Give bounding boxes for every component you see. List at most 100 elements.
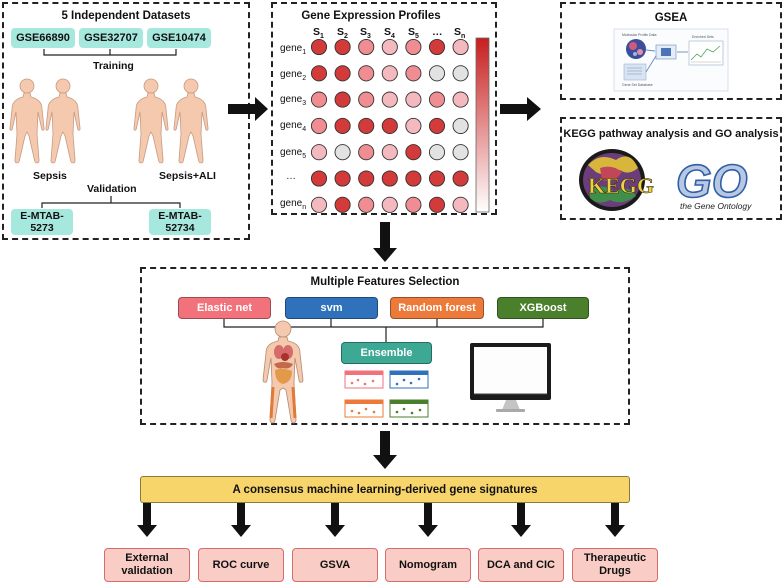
features-title: Multiple Features Selection	[310, 276, 460, 288]
go-logo-text: GO	[676, 155, 748, 207]
algo-random-forest: Random forest	[390, 297, 484, 319]
expression-title: Gene Expression Profiles	[301, 10, 441, 22]
expression-cell	[428, 144, 446, 161]
down-arrow-icon	[373, 222, 397, 262]
training-dataset-3: GSE10474	[147, 28, 211, 48]
expression-cell	[405, 38, 422, 56]
sample-header-ellipsis: …	[432, 26, 443, 38]
expression-cell	[428, 38, 446, 56]
ensemble-box: Ensemble	[341, 342, 432, 364]
expression-cell	[310, 38, 328, 56]
expression-cell	[358, 196, 375, 213]
algo-xgboost: XGBoost	[497, 297, 589, 319]
gsea-thumb-label-2: Enriched Sets	[692, 35, 714, 39]
sample-header-1: S1	[313, 26, 324, 41]
expression-cell	[428, 170, 446, 187]
expression-cell	[358, 38, 375, 56]
training-dataset-2: GSE32707	[79, 28, 143, 48]
datasets-panel	[2, 2, 250, 240]
kegg-go-title: KEGG pathway analysis and GO analysis	[563, 128, 779, 140]
output-roc-curve: ROC curve	[198, 548, 284, 582]
gene-label-3: gene3	[280, 94, 307, 107]
sample-header-2: S2	[337, 26, 348, 41]
monitor-icon	[470, 343, 551, 412]
validation-bracket	[41, 196, 181, 208]
consensus-bar: A consensus machine learning-derived gen…	[140, 476, 630, 503]
expression-cell	[405, 144, 422, 161]
datasets-title: 5 Independent Datasets	[61, 10, 191, 22]
expression-cell	[358, 144, 375, 161]
expression-cell	[452, 38, 469, 56]
sepsis-ali-label: Sepsis+ALI	[159, 170, 216, 182]
sample-header-5: S5	[408, 26, 419, 41]
expression-cell	[381, 196, 398, 213]
training-label: Training	[93, 60, 134, 72]
training-bracket	[43, 49, 177, 56]
validation-dataset-2: E-MTAB-52734	[149, 209, 211, 235]
validation-dataset-1: E-MTAB-5273	[11, 209, 73, 235]
expression-cell	[310, 144, 328, 161]
gene-label-2: gene2	[280, 69, 307, 82]
output-dca-cic: DCA and CIC	[478, 548, 564, 582]
gene-label-1: gene1	[280, 43, 307, 56]
expression-cell	[358, 117, 375, 134]
sample-header-n: Sn	[454, 26, 466, 41]
expression-cell	[334, 196, 351, 213]
gene-label-ellipsis: …	[286, 171, 296, 182]
expression-cell	[310, 117, 328, 134]
algo-svm: svm	[285, 297, 378, 319]
sepsis-label: Sepsis	[33, 170, 67, 182]
algorithm-connectors	[223, 319, 544, 342]
expression-cell	[381, 170, 398, 187]
kegg-logo-text: KEGG	[588, 173, 654, 198]
gsea-title: GSEA	[654, 12, 688, 24]
expression-cell	[334, 117, 351, 134]
gene-label-n: genen	[280, 198, 307, 211]
ensemble-mini-charts	[344, 370, 429, 418]
right-arrow-icon	[500, 97, 541, 121]
expression-cell	[334, 38, 351, 56]
anatomy-body-icon	[262, 320, 304, 424]
expression-cell	[310, 196, 328, 213]
gsea-thumb-label-3: Gene Set Database	[622, 83, 653, 87]
human-silhouette-icon	[9, 78, 209, 164]
go-subtitle: the Gene Ontology	[680, 201, 752, 211]
features-panel	[140, 267, 630, 425]
expression-cell	[381, 91, 398, 108]
expression-cell	[428, 196, 446, 213]
expression-panel	[271, 2, 497, 215]
expression-cell	[452, 170, 469, 187]
sample-header-4: S4	[384, 26, 395, 41]
expression-cell	[452, 91, 469, 108]
expression-cell	[381, 65, 398, 82]
expression-cell	[405, 196, 422, 213]
expression-cell	[452, 144, 469, 161]
expression-cell	[358, 91, 375, 108]
expression-cell	[358, 170, 375, 187]
expression-cell	[405, 65, 422, 82]
output-therapeutic-drugs: Therapeutic Drugs	[572, 548, 658, 582]
gsea-workflow-thumbnail: Molecular Profile Data Gene Set Database…	[613, 28, 729, 92]
expression-cell	[428, 117, 446, 134]
expression-cell	[381, 117, 398, 134]
algo-elastic-net: Elastic net	[178, 297, 271, 319]
expression-cell	[428, 91, 446, 108]
down-arrow-icon	[373, 431, 397, 469]
gsea-thumb-label-1: Molecular Profile Data	[622, 33, 656, 37]
sample-header-3: S3	[360, 26, 371, 41]
expression-cell	[405, 170, 422, 187]
kegg-go-panel	[560, 117, 782, 220]
right-arrow-icon	[228, 97, 268, 121]
output-external-validation: External validation	[104, 548, 190, 582]
expression-matrix	[310, 38, 469, 213]
kegg-logo-icon: KEGG	[579, 149, 654, 211]
color-scale-bar	[475, 37, 490, 213]
expression-cell	[310, 91, 328, 108]
expression-cell	[381, 38, 398, 56]
expression-cell	[405, 117, 422, 134]
gene-label-4: gene4	[280, 120, 307, 133]
expression-cell	[405, 91, 422, 108]
validation-label: Validation	[87, 183, 137, 195]
expression-cell	[428, 65, 446, 82]
